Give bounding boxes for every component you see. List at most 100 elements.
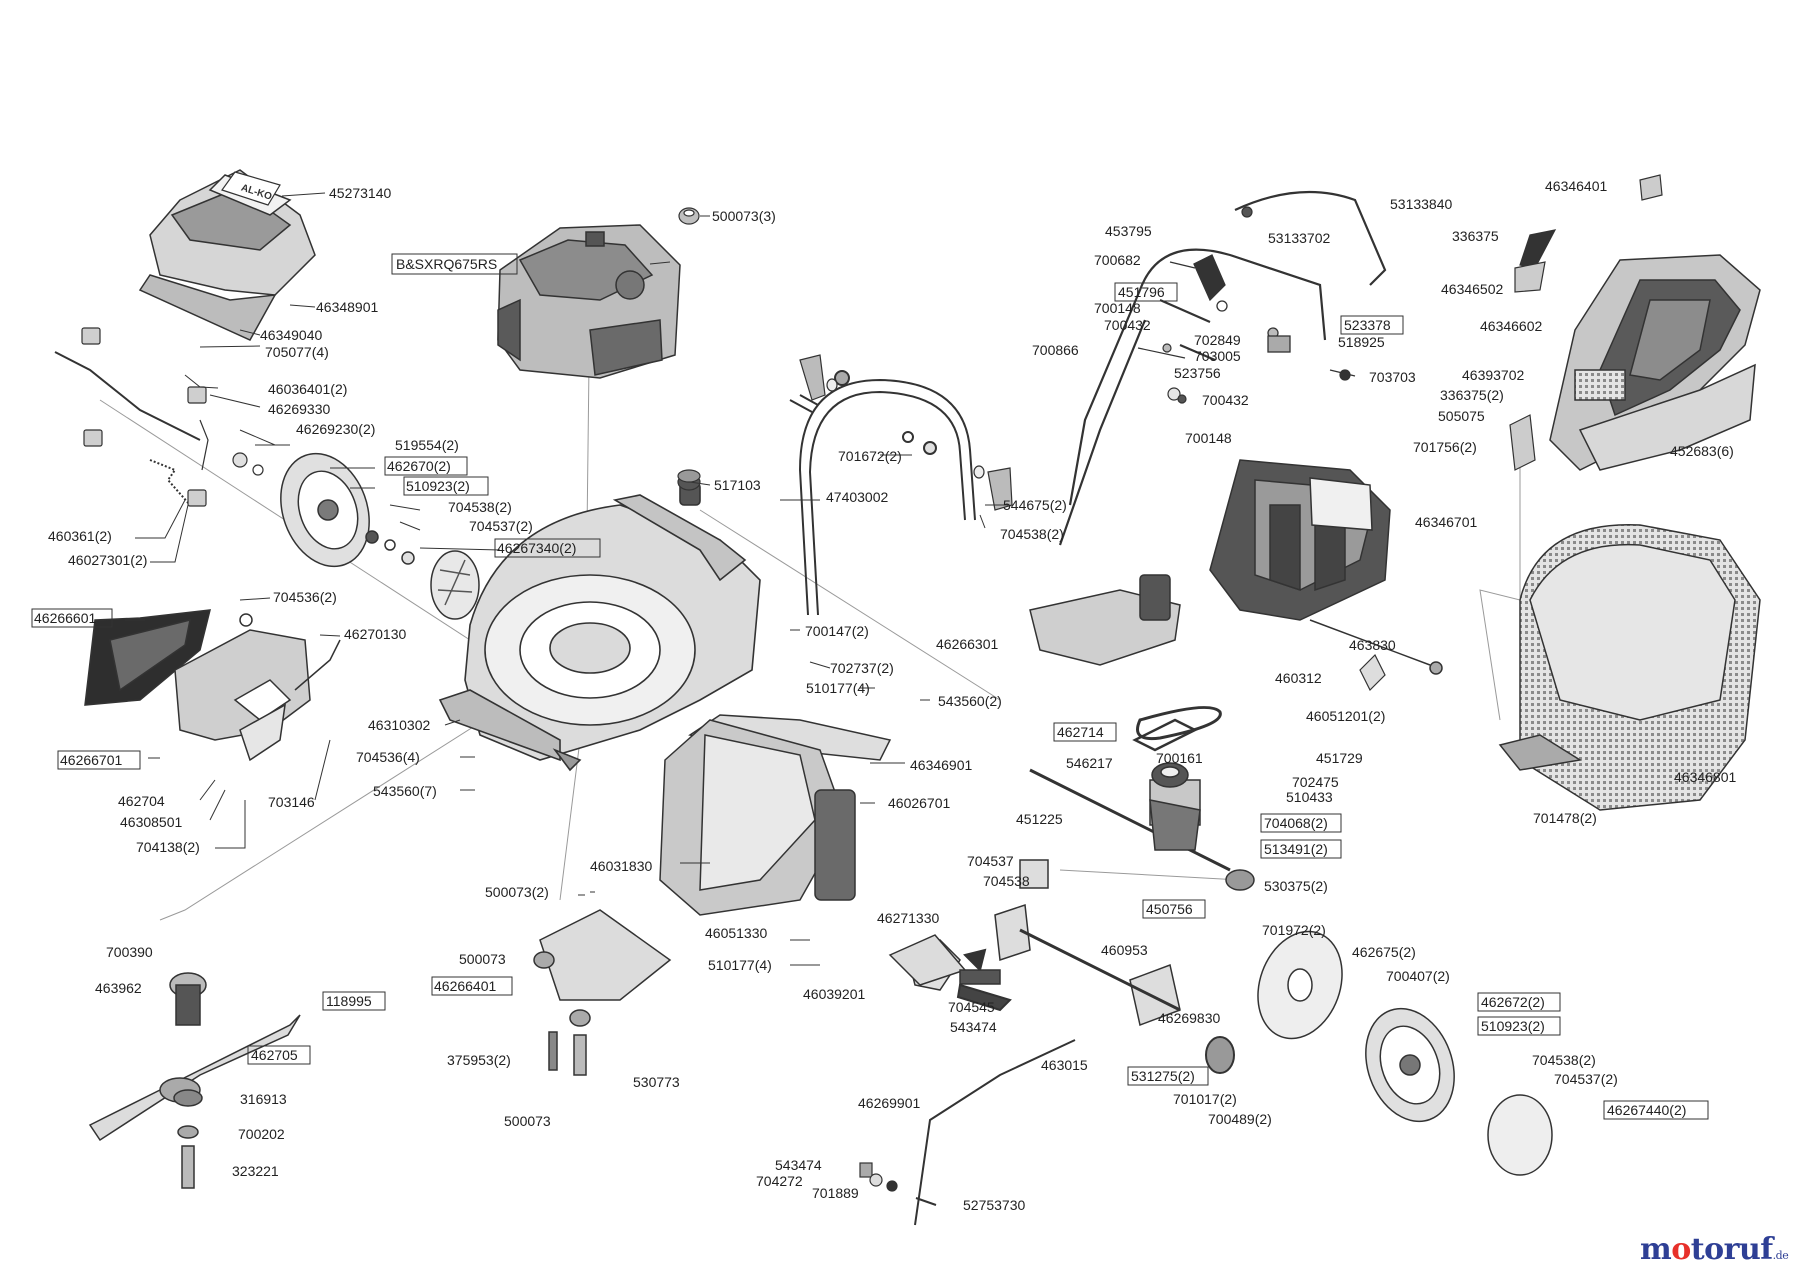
label-702475: 702475 <box>1292 774 1339 790</box>
mulch-insert-part <box>1029 574 1181 666</box>
leader-lines <box>125 192 1008 966</box>
label-546217: 546217 <box>1066 755 1113 771</box>
label-700161: 700161 <box>1156 750 1203 766</box>
handle-clamp-part <box>799 354 1013 511</box>
box-46266601 <box>31 608 113 628</box>
label-46270130: 46270130 <box>344 626 407 642</box>
label-46349040: 46349040 <box>260 327 323 343</box>
label-704537c: 704537(2) <box>1554 1071 1618 1087</box>
label-46269830: 46269830 <box>1158 1010 1221 1026</box>
label-46269330: 46269330 <box>268 401 331 417</box>
label-703005: 703005 <box>1194 348 1241 364</box>
label-336375b: 336375(2) <box>1440 387 1504 403</box>
drive-belt-part <box>1136 706 1222 741</box>
label-462705: 462705 <box>251 1047 298 1063</box>
label-47403002: 47403002 <box>826 489 889 505</box>
watermark-tld: .de <box>1772 1249 1789 1262</box>
label-700148a: 700148 <box>1094 300 1141 316</box>
box-118995 <box>322 991 386 1011</box>
label-510177a: 510177(4) <box>806 680 870 696</box>
label-700432b: 700432 <box>1202 392 1249 408</box>
label-544675: 544675(2) <box>1003 497 1067 513</box>
label-46346901: 46346901 <box>910 757 973 773</box>
emblem-plate-part: AL-KO <box>221 171 281 206</box>
label-704138: 704138(2) <box>136 839 200 855</box>
label-523756: 523756 <box>1174 365 1221 381</box>
label-704537a: 704537(2) <box>469 518 533 534</box>
label-460361: 460361(2) <box>48 528 112 544</box>
label-316913: 316913 <box>240 1091 287 1107</box>
label-53133840: 53133840 <box>1390 196 1453 212</box>
catcher-top-part <box>1209 459 1391 621</box>
label-500073b: 500073(2) <box>485 884 549 900</box>
watermark-o: o <box>1671 1232 1691 1267</box>
label-700432a: 700432 <box>1104 317 1151 333</box>
throttle-cable-part <box>54 351 201 506</box>
label-702849: 702849 <box>1194 332 1241 348</box>
label-701756: 701756(2) <box>1413 439 1477 455</box>
label-543474a: 543474 <box>950 1019 997 1035</box>
box-510923a <box>403 476 489 496</box>
label-46266401: 46266401 <box>434 978 497 994</box>
label-46039201: 46039201 <box>803 986 866 1002</box>
label-462670: 462670(2) <box>387 458 451 474</box>
label-701889: 701889 <box>812 1185 859 1201</box>
label-700407: 700407(2) <box>1386 968 1450 984</box>
label-703146: 703146 <box>268 794 315 810</box>
rear-bracket-part <box>888 859 1049 986</box>
label-704538d: 704538(2) <box>1532 1052 1596 1068</box>
box-46267340 <box>494 538 601 558</box>
mower-deck-part <box>438 482 761 772</box>
label-46026701: 46026701 <box>888 795 951 811</box>
label-46267440: 46267440(2) <box>1607 1102 1686 1118</box>
engine-part <box>497 224 681 379</box>
catcher-clip-part <box>1509 174 1663 471</box>
label-704545: 704545 <box>948 999 995 1015</box>
bolts-part <box>1137 206 1356 404</box>
label-52753730: 52753730 <box>963 1197 1026 1213</box>
label-336375a: 336375 <box>1452 228 1499 244</box>
box-462670 <box>384 456 468 476</box>
label-543560a: 543560(2) <box>938 693 1002 709</box>
label-450756: 450756 <box>1146 901 1193 917</box>
label-46027301: 46027301(2) <box>68 552 147 568</box>
label-453795: 453795 <box>1105 223 1152 239</box>
small-clips-part <box>81 327 264 507</box>
label-519554: 519554(2) <box>395 437 459 453</box>
label-463962: 463962 <box>95 980 142 996</box>
blade-assembly-part <box>88 972 301 1189</box>
label-701478: 701478(2) <box>1533 810 1597 826</box>
label-701017: 701017(2) <box>1173 1091 1237 1107</box>
upper-handle-part <box>1058 190 1387 546</box>
box-462672 <box>1477 992 1561 1012</box>
label-530375: 530375(2) <box>1264 878 1328 894</box>
label-523378: 523378 <box>1344 317 1391 333</box>
label-700390: 700390 <box>106 944 153 960</box>
label-704272: 704272 <box>756 1173 803 1189</box>
label-700866: 700866 <box>1032 342 1079 358</box>
box-46267440 <box>1603 1100 1709 1120</box>
box-704068 <box>1260 813 1342 833</box>
label-462704: 462704 <box>118 793 165 809</box>
label-463015: 463015 <box>1041 1057 1088 1073</box>
watermark-text: toruf <box>1690 1232 1773 1267</box>
label-46266601: 46266601 <box>34 610 97 626</box>
label-46036401: 46036401(2) <box>268 381 347 397</box>
label-118995: 118995 <box>326 993 372 1009</box>
label-510177b: 510177(4) <box>708 957 772 973</box>
cable-lever-part <box>1193 254 1291 353</box>
side-deflector-part <box>84 609 341 762</box>
rear-flap-part <box>659 714 892 916</box>
label-704538b: 704538(2) <box>1000 526 1064 542</box>
box-531275 <box>1127 1066 1209 1086</box>
label-530773: 530773 <box>633 1074 680 1090</box>
height-lever-part <box>914 948 1235 1226</box>
transmission-part <box>1029 718 1255 891</box>
label-704536b: 704536(4) <box>356 749 420 765</box>
label-518925: 518925 <box>1338 334 1385 350</box>
label-700202: 700202 <box>238 1126 285 1142</box>
label-462675: 462675(2) <box>1352 944 1416 960</box>
label-513491: 513491(2) <box>1264 841 1328 857</box>
label-500073c: 500073 <box>459 951 506 967</box>
